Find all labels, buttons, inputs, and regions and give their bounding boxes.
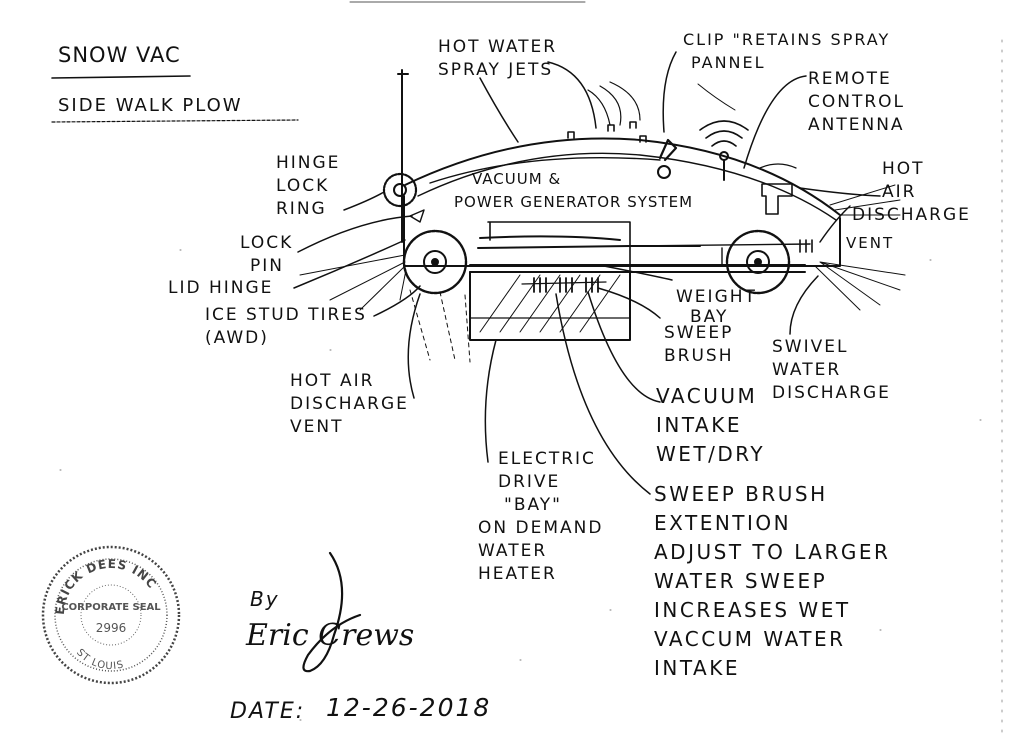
leader-hinge (343, 191, 385, 211)
date-value: 12-26-2018 (326, 693, 492, 722)
clip (658, 138, 678, 162)
hinge-lock-ring (382, 172, 418, 208)
seal-year: 2996 (96, 621, 127, 635)
leader-hot-water (479, 77, 519, 143)
clip-pivot (657, 165, 671, 179)
drawing-subtitle: SIDE WALK PLOW (58, 95, 243, 116)
label-lid-hinge: LID HINGE (168, 278, 274, 298)
hot-air-arrows (409, 289, 471, 363)
rear-wheel (402, 229, 468, 295)
leader-lock-pin (297, 215, 413, 253)
antenna-waves (699, 120, 749, 147)
spray-pipe (429, 156, 661, 184)
leader-weight-bay (603, 265, 673, 281)
spray-nozzles (567, 121, 647, 143)
seal-middle-text: CORPORATE SEAL (61, 602, 161, 613)
signature-by: By (250, 587, 280, 611)
electric-bay-box (469, 271, 631, 341)
leader-sweep-brush (597, 287, 661, 319)
title-underline (51, 75, 191, 79)
front-wheel (725, 229, 791, 295)
spray-jet-arcs (587, 81, 641, 126)
lock-pin (409, 209, 425, 223)
sweep-brush-bar (521, 281, 607, 285)
label-vacuum-system: VACUUM &POWER GENERATOR SYSTEM (454, 170, 694, 211)
leader-clip-arrow (697, 83, 736, 111)
svg-text:ST LOUIS: ST LOUIS (74, 647, 125, 672)
drawing-title: SNOW VAC (58, 43, 181, 67)
leader-electric (484, 339, 497, 463)
hot-air-outlet (761, 183, 793, 215)
leader-swivel (789, 275, 819, 335)
scan-dots (59, 249, 982, 721)
lid-shell-inner (417, 152, 837, 221)
signature-flourish (302, 551, 362, 673)
leader-vent (819, 205, 851, 243)
leader-lid-hinge (293, 239, 406, 289)
leader-sweep-ext (555, 293, 651, 495)
leader-lines (293, 51, 881, 495)
label-vent: VENT (846, 234, 895, 252)
subtitle-underline (51, 119, 299, 123)
leader-clip (662, 51, 677, 133)
leader-hot-air-top (799, 187, 881, 197)
date-label: DATE: (230, 699, 306, 724)
front-vents (799, 239, 813, 253)
leader-antenna (743, 75, 807, 169)
antenna-tip (719, 151, 729, 161)
leader-tires (373, 285, 421, 317)
sweep-brush-teeth (533, 277, 599, 293)
corporate-seal-stamp: ERICK DEES INC CORPORATE SEAL 2996 ST LO… (41, 545, 181, 685)
swivel-arrow (759, 163, 797, 169)
vacuum-box (487, 221, 631, 273)
leader-vacuum-intake (587, 291, 661, 403)
weight-bay-box (629, 243, 811, 266)
electric-bay-hatching (479, 274, 621, 333)
seal-bottom-text: ST LOUIS (74, 647, 124, 672)
label-ice-stud-tires: ICE STUD TIRES(AWD) (205, 305, 367, 348)
leader-spray-jets (547, 61, 597, 129)
leader-hot-air-vent (407, 293, 421, 399)
